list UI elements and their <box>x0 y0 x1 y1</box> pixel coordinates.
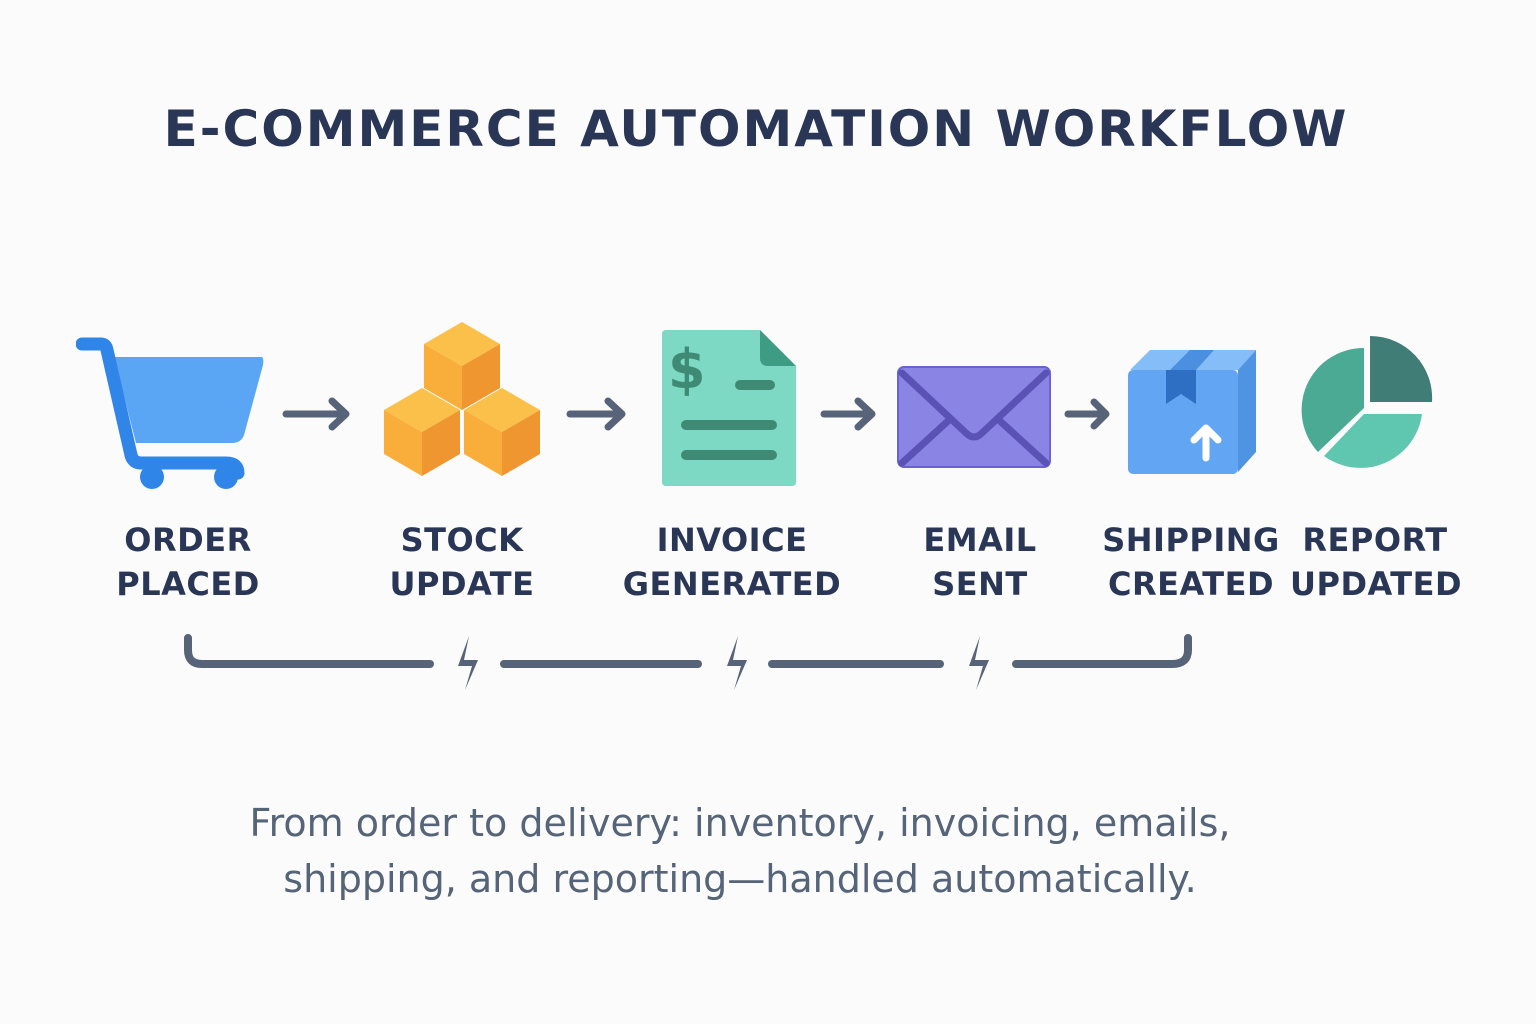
envelope-icon <box>897 366 1051 468</box>
shipping-box-icon <box>1128 350 1256 474</box>
lightning-bolt-icon <box>727 636 747 690</box>
caption: From order to delivery: inventory, invoi… <box>249 801 1231 901</box>
invoice-document-icon: $ <box>662 330 796 486</box>
connector-segment <box>184 634 434 668</box>
lightning-bolt-icon <box>458 636 478 690</box>
arrow-right-icon <box>282 397 350 431</box>
stacked-boxes-icon <box>384 322 540 476</box>
step-label-invoice-generated: INVOICE GENERATED <box>622 521 842 603</box>
step-label-order-placed: ORDER PLACED <box>116 521 260 603</box>
arrow-right-icon <box>1064 398 1110 430</box>
step-label-stock-update: STOCK UPDATE <box>389 521 535 603</box>
step-label-shipping-created: SHIPPING CREATED <box>1102 521 1280 603</box>
step-label-report-updated: REPORT UPDATED <box>1290 521 1463 603</box>
arrow-right-icon <box>820 397 876 431</box>
automation-connector <box>184 634 1192 690</box>
connector-segment <box>1012 634 1192 668</box>
page-title: E-COMMERCE AUTOMATION WORKFLOW <box>163 100 1349 158</box>
pie-chart-icon <box>1301 335 1433 468</box>
step-label-email-sent: EMAIL SENT <box>923 521 1037 603</box>
svg-text:$: $ <box>668 338 706 401</box>
arrow-right-icon <box>566 397 626 431</box>
lightning-bolt-icon <box>969 636 989 690</box>
shopping-cart-icon <box>76 337 264 489</box>
